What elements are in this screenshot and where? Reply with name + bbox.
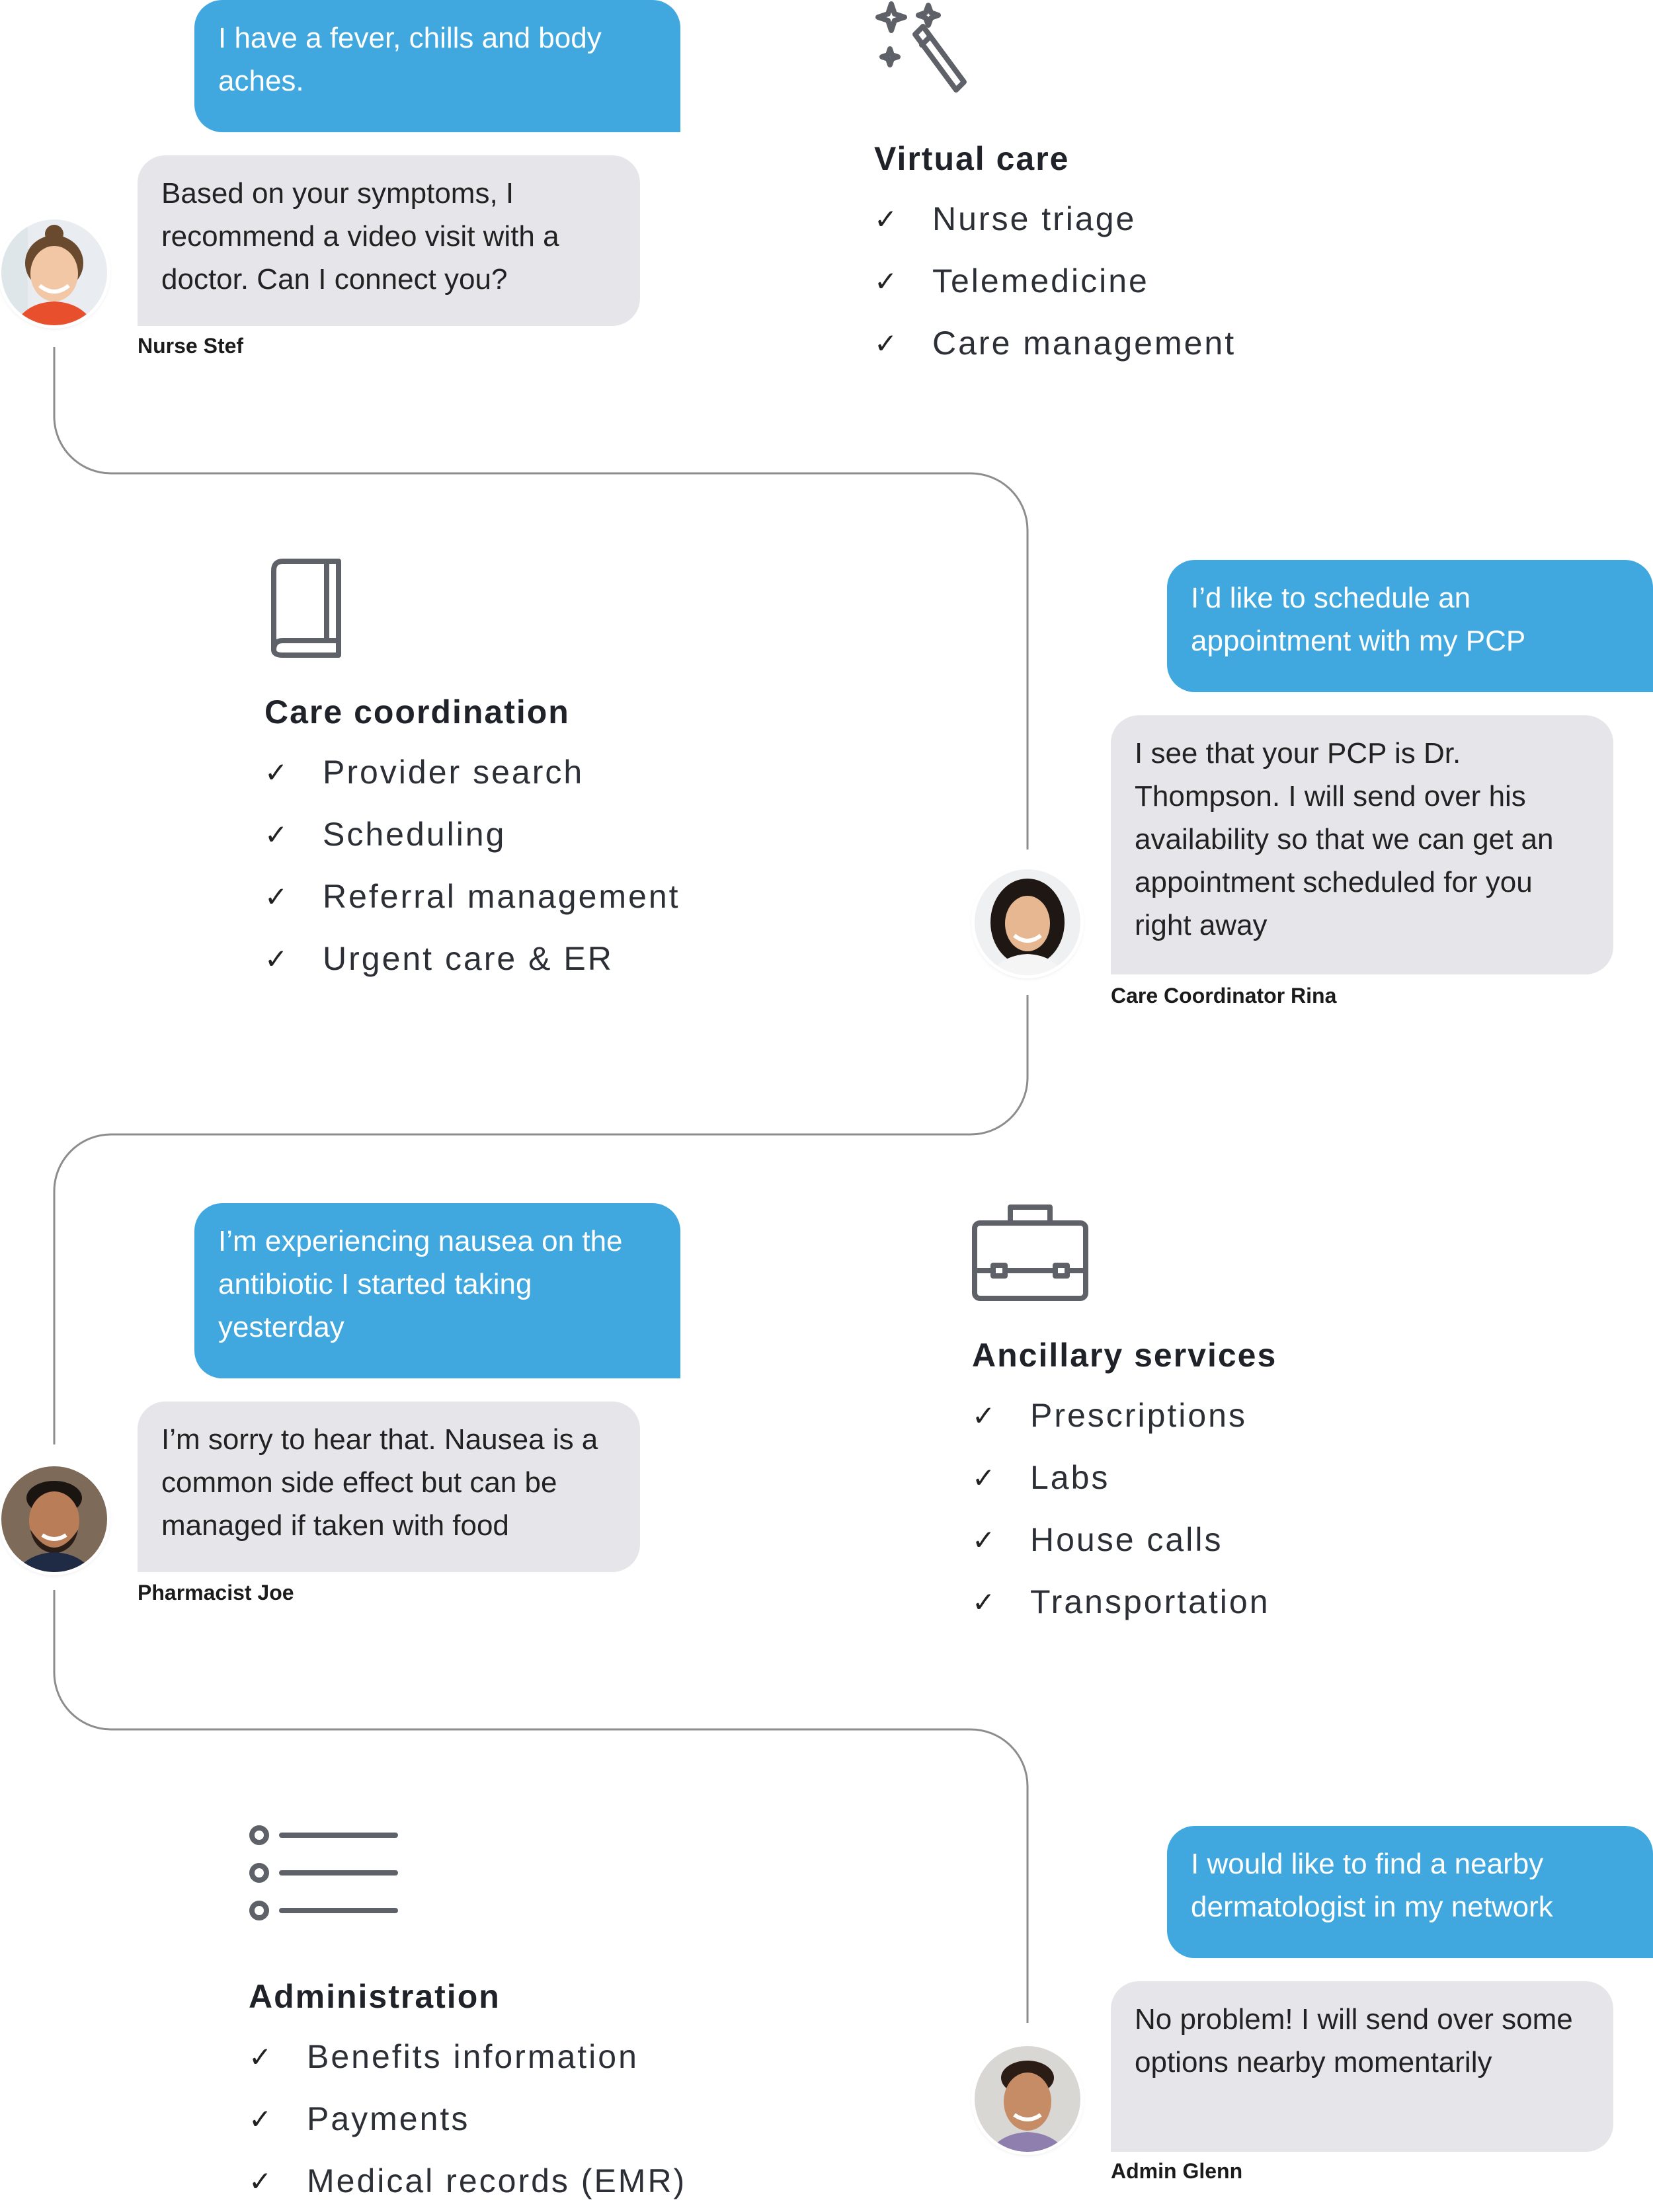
agent-name: Pharmacist Joe xyxy=(138,1581,294,1604)
service-item: ✓Telemedicine xyxy=(874,262,1149,299)
check-icon: ✓ xyxy=(264,881,288,912)
avatar-care-coordinator-rina xyxy=(975,869,1080,975)
service-ancillary-services: Ancillary services ✓Prescriptions ✓Labs … xyxy=(972,1202,1277,1633)
service-item: ✓Payments xyxy=(249,2100,470,2137)
service-item: ✓House calls xyxy=(972,1521,1223,1558)
check-icon: ✓ xyxy=(249,2165,272,2197)
magic-wand-icon xyxy=(875,1,967,93)
check-icon: ✓ xyxy=(264,756,288,788)
check-icon: ✓ xyxy=(972,1400,996,1431)
service-item: ✓Transportation xyxy=(972,1583,1270,1620)
check-icon: ✓ xyxy=(972,1524,996,1556)
check-icon: ✓ xyxy=(264,818,288,850)
book-icon xyxy=(271,559,341,658)
agent-message-bubble: No problem! I will send over some option… xyxy=(1111,1981,1613,2152)
avatar-nurse-stef xyxy=(1,219,107,325)
check-icon: ✓ xyxy=(874,327,898,359)
agent-message-bubble: Based on your symptoms, I recommend a vi… xyxy=(138,155,640,326)
service-item: ✓Labs xyxy=(972,1459,1110,1496)
check-icon: ✓ xyxy=(249,2103,272,2135)
check-icon: ✓ xyxy=(264,943,288,974)
service-item: ✓Referral management xyxy=(264,878,680,915)
user-message-bubble: I’d like to schedule an appointment with… xyxy=(1167,560,1653,692)
service-title: Virtual care xyxy=(874,140,1070,177)
agent-name: Care Coordinator Rina xyxy=(1111,984,1337,1007)
briefcase-icon xyxy=(972,1205,1088,1301)
service-title: Ancillary services xyxy=(972,1337,1277,1374)
agent-message-bubble: I see that your PCP is Dr. Thompson. I w… xyxy=(1111,715,1613,974)
check-icon: ✓ xyxy=(972,1462,996,1493)
agent-name: Admin Glenn xyxy=(1111,2159,1243,2183)
service-administration: Administration ✓Benefits information ✓Pa… xyxy=(249,1822,686,2212)
service-item: ✓Care management xyxy=(874,325,1236,362)
service-item: ✓Nurse triage xyxy=(874,200,1137,237)
avatar-pharmacist-joe xyxy=(1,1466,107,1572)
service-title: Care coordination xyxy=(264,693,570,731)
service-item: ✓Medical records (EMR) xyxy=(249,2162,687,2199)
user-message-bubble: I would like to find a nearby dermatolog… xyxy=(1167,1826,1653,1958)
service-virtual-care: Virtual care ✓Nurse triage ✓Telemedicine… xyxy=(874,0,1236,374)
service-item: ✓Scheduling xyxy=(264,816,506,853)
service-item: ✓Benefits information xyxy=(249,2038,639,2075)
service-item: ✓Urgent care & ER xyxy=(264,940,614,977)
service-title: Administration xyxy=(249,1978,501,2015)
check-icon: ✓ xyxy=(972,1586,996,1618)
agent-message-bubble: I’m sorry to hear that. Nausea is a comm… xyxy=(138,1402,640,1572)
service-care-coordination: Care coordination ✓Provider search ✓Sche… xyxy=(264,559,680,990)
check-icon: ✓ xyxy=(249,2041,272,2073)
agent-name: Nurse Stef xyxy=(138,334,244,358)
check-icon: ✓ xyxy=(874,203,898,235)
user-message-bubble: I have a fever, chills and body aches. xyxy=(194,0,680,132)
service-item: ✓Prescriptions xyxy=(972,1397,1247,1434)
list-icon xyxy=(249,1825,398,1920)
user-message-bubble: I’m experiencing nausea on the antibioti… xyxy=(194,1203,680,1378)
check-icon: ✓ xyxy=(874,265,898,297)
service-item: ✓Provider search xyxy=(264,754,585,791)
avatar-admin-glenn xyxy=(975,2046,1080,2152)
